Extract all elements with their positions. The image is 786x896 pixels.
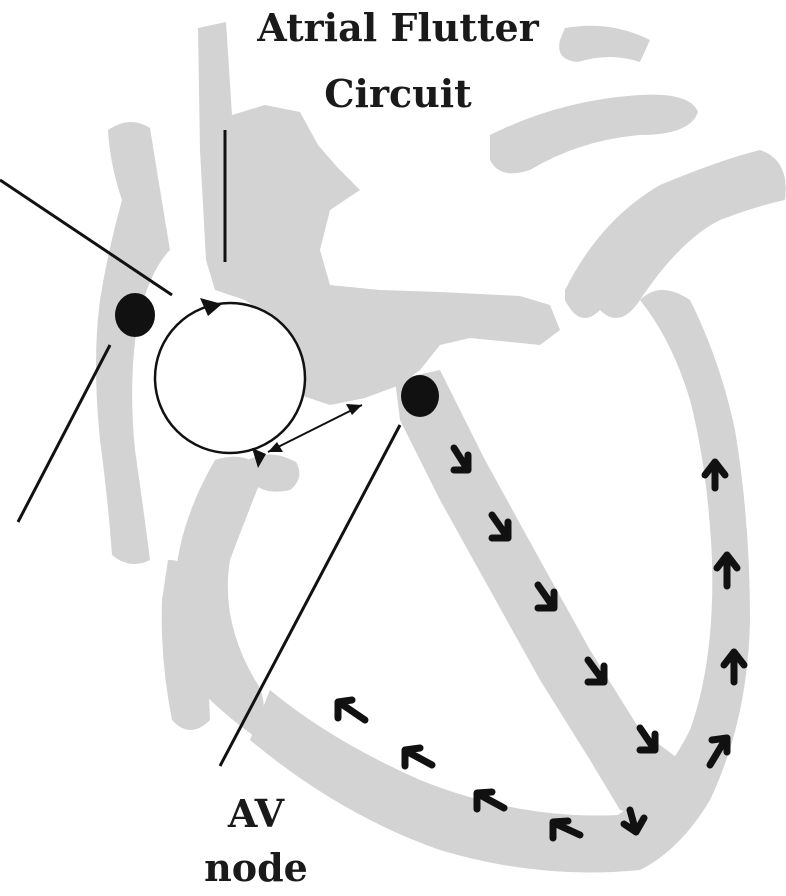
title-line-1: Atrial Flutter <box>188 6 608 50</box>
flutter-circuit-loop <box>155 303 305 453</box>
arrow-left-2 <box>405 748 432 766</box>
left-wall-band <box>96 122 170 564</box>
sa-node <box>115 293 155 337</box>
title-line-2: Circuit <box>188 72 608 116</box>
arrow-left-1 <box>338 700 365 720</box>
sa-node-leader-line <box>18 345 110 522</box>
av-label-line-1: AV <box>166 792 346 836</box>
av-node-dot <box>401 375 439 417</box>
flutter-circuit <box>155 298 305 468</box>
av-label-line-2: node <box>166 846 346 890</box>
